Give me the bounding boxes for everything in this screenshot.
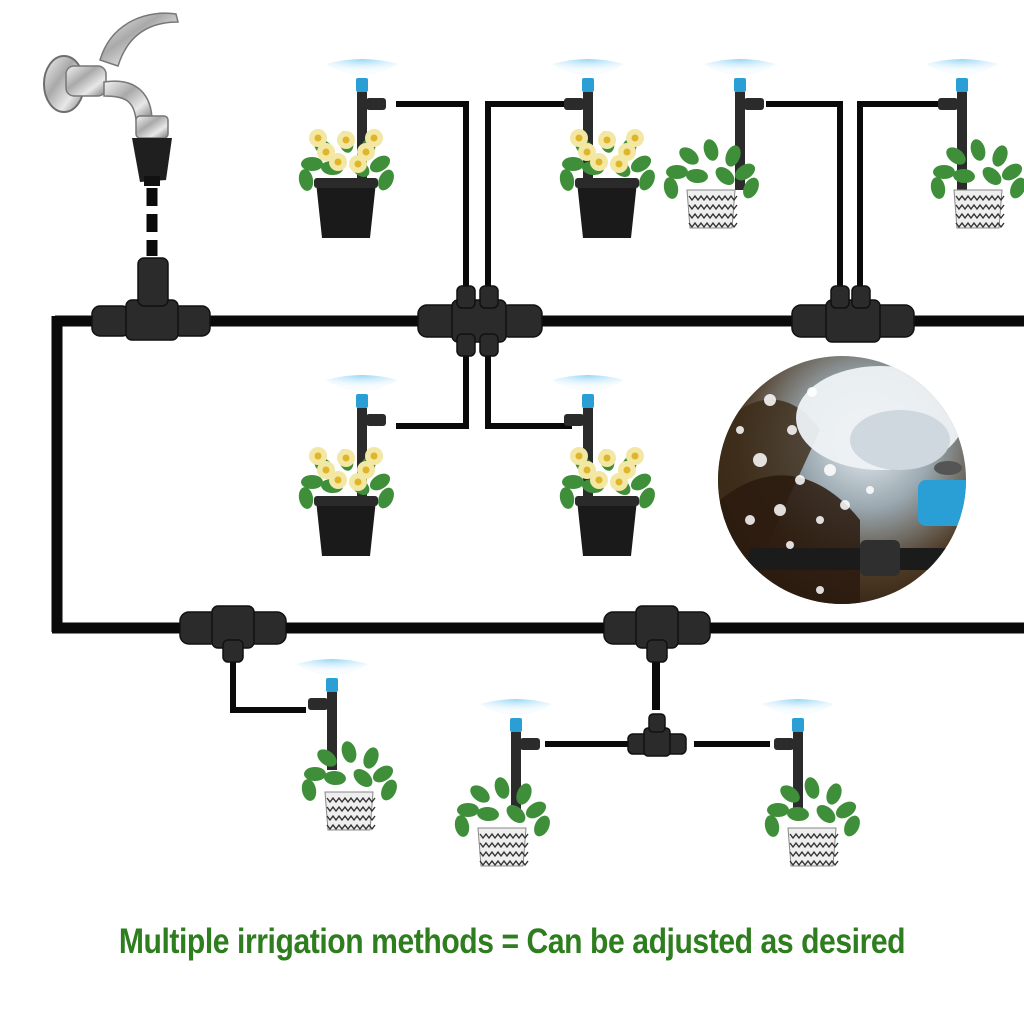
plants bbox=[298, 129, 1024, 867]
pipe-branch-bottom-left bbox=[230, 650, 306, 713]
water-spray-photo bbox=[718, 356, 966, 604]
flower-pot-icon bbox=[559, 447, 655, 556]
leafy-plant-pot-icon bbox=[764, 777, 860, 867]
leafy-plant-pot-icon bbox=[930, 139, 1024, 229]
cross-connector-icon bbox=[417, 285, 543, 357]
leafy-plant-pot-icon bbox=[454, 777, 550, 867]
caption-text: Multiple irrigation methods = Can be adj… bbox=[118, 922, 906, 961]
pipe-branch-right-b bbox=[857, 101, 942, 300]
faucet-icon bbox=[43, 12, 179, 186]
tee-connector-icon bbox=[91, 257, 211, 341]
mist-sprinkler-icon bbox=[326, 375, 398, 505]
mist-sprinkler-icon bbox=[296, 659, 368, 770]
pipe-branch-up-left bbox=[396, 101, 469, 300]
mist-sprinkler-icon bbox=[480, 699, 552, 810]
tee-connector-icon bbox=[627, 713, 687, 757]
tee-connector-icon bbox=[791, 285, 915, 343]
pipe-branch-right-a bbox=[766, 101, 843, 300]
flower-pot-icon bbox=[298, 447, 394, 556]
leafy-plant-pot-icon bbox=[663, 139, 759, 229]
mist-sprinkler-icon bbox=[762, 699, 834, 810]
tee-connector-icon bbox=[179, 605, 287, 663]
flower-pot-icon bbox=[298, 129, 394, 238]
pipe-branch-down-left bbox=[396, 345, 469, 429]
tee-connector-icon bbox=[603, 605, 711, 663]
pipe-branch-up-right bbox=[485, 101, 572, 300]
mist-sprinkler-icon bbox=[926, 59, 998, 190]
leafy-plant-pot-icon bbox=[301, 741, 397, 831]
pipe-branch-down-right bbox=[485, 345, 572, 429]
flower-pot-icon bbox=[559, 129, 655, 238]
mist-sprinkler-icon bbox=[704, 59, 776, 190]
fittings bbox=[91, 257, 915, 757]
mist-sprinkler-icon bbox=[552, 375, 624, 505]
